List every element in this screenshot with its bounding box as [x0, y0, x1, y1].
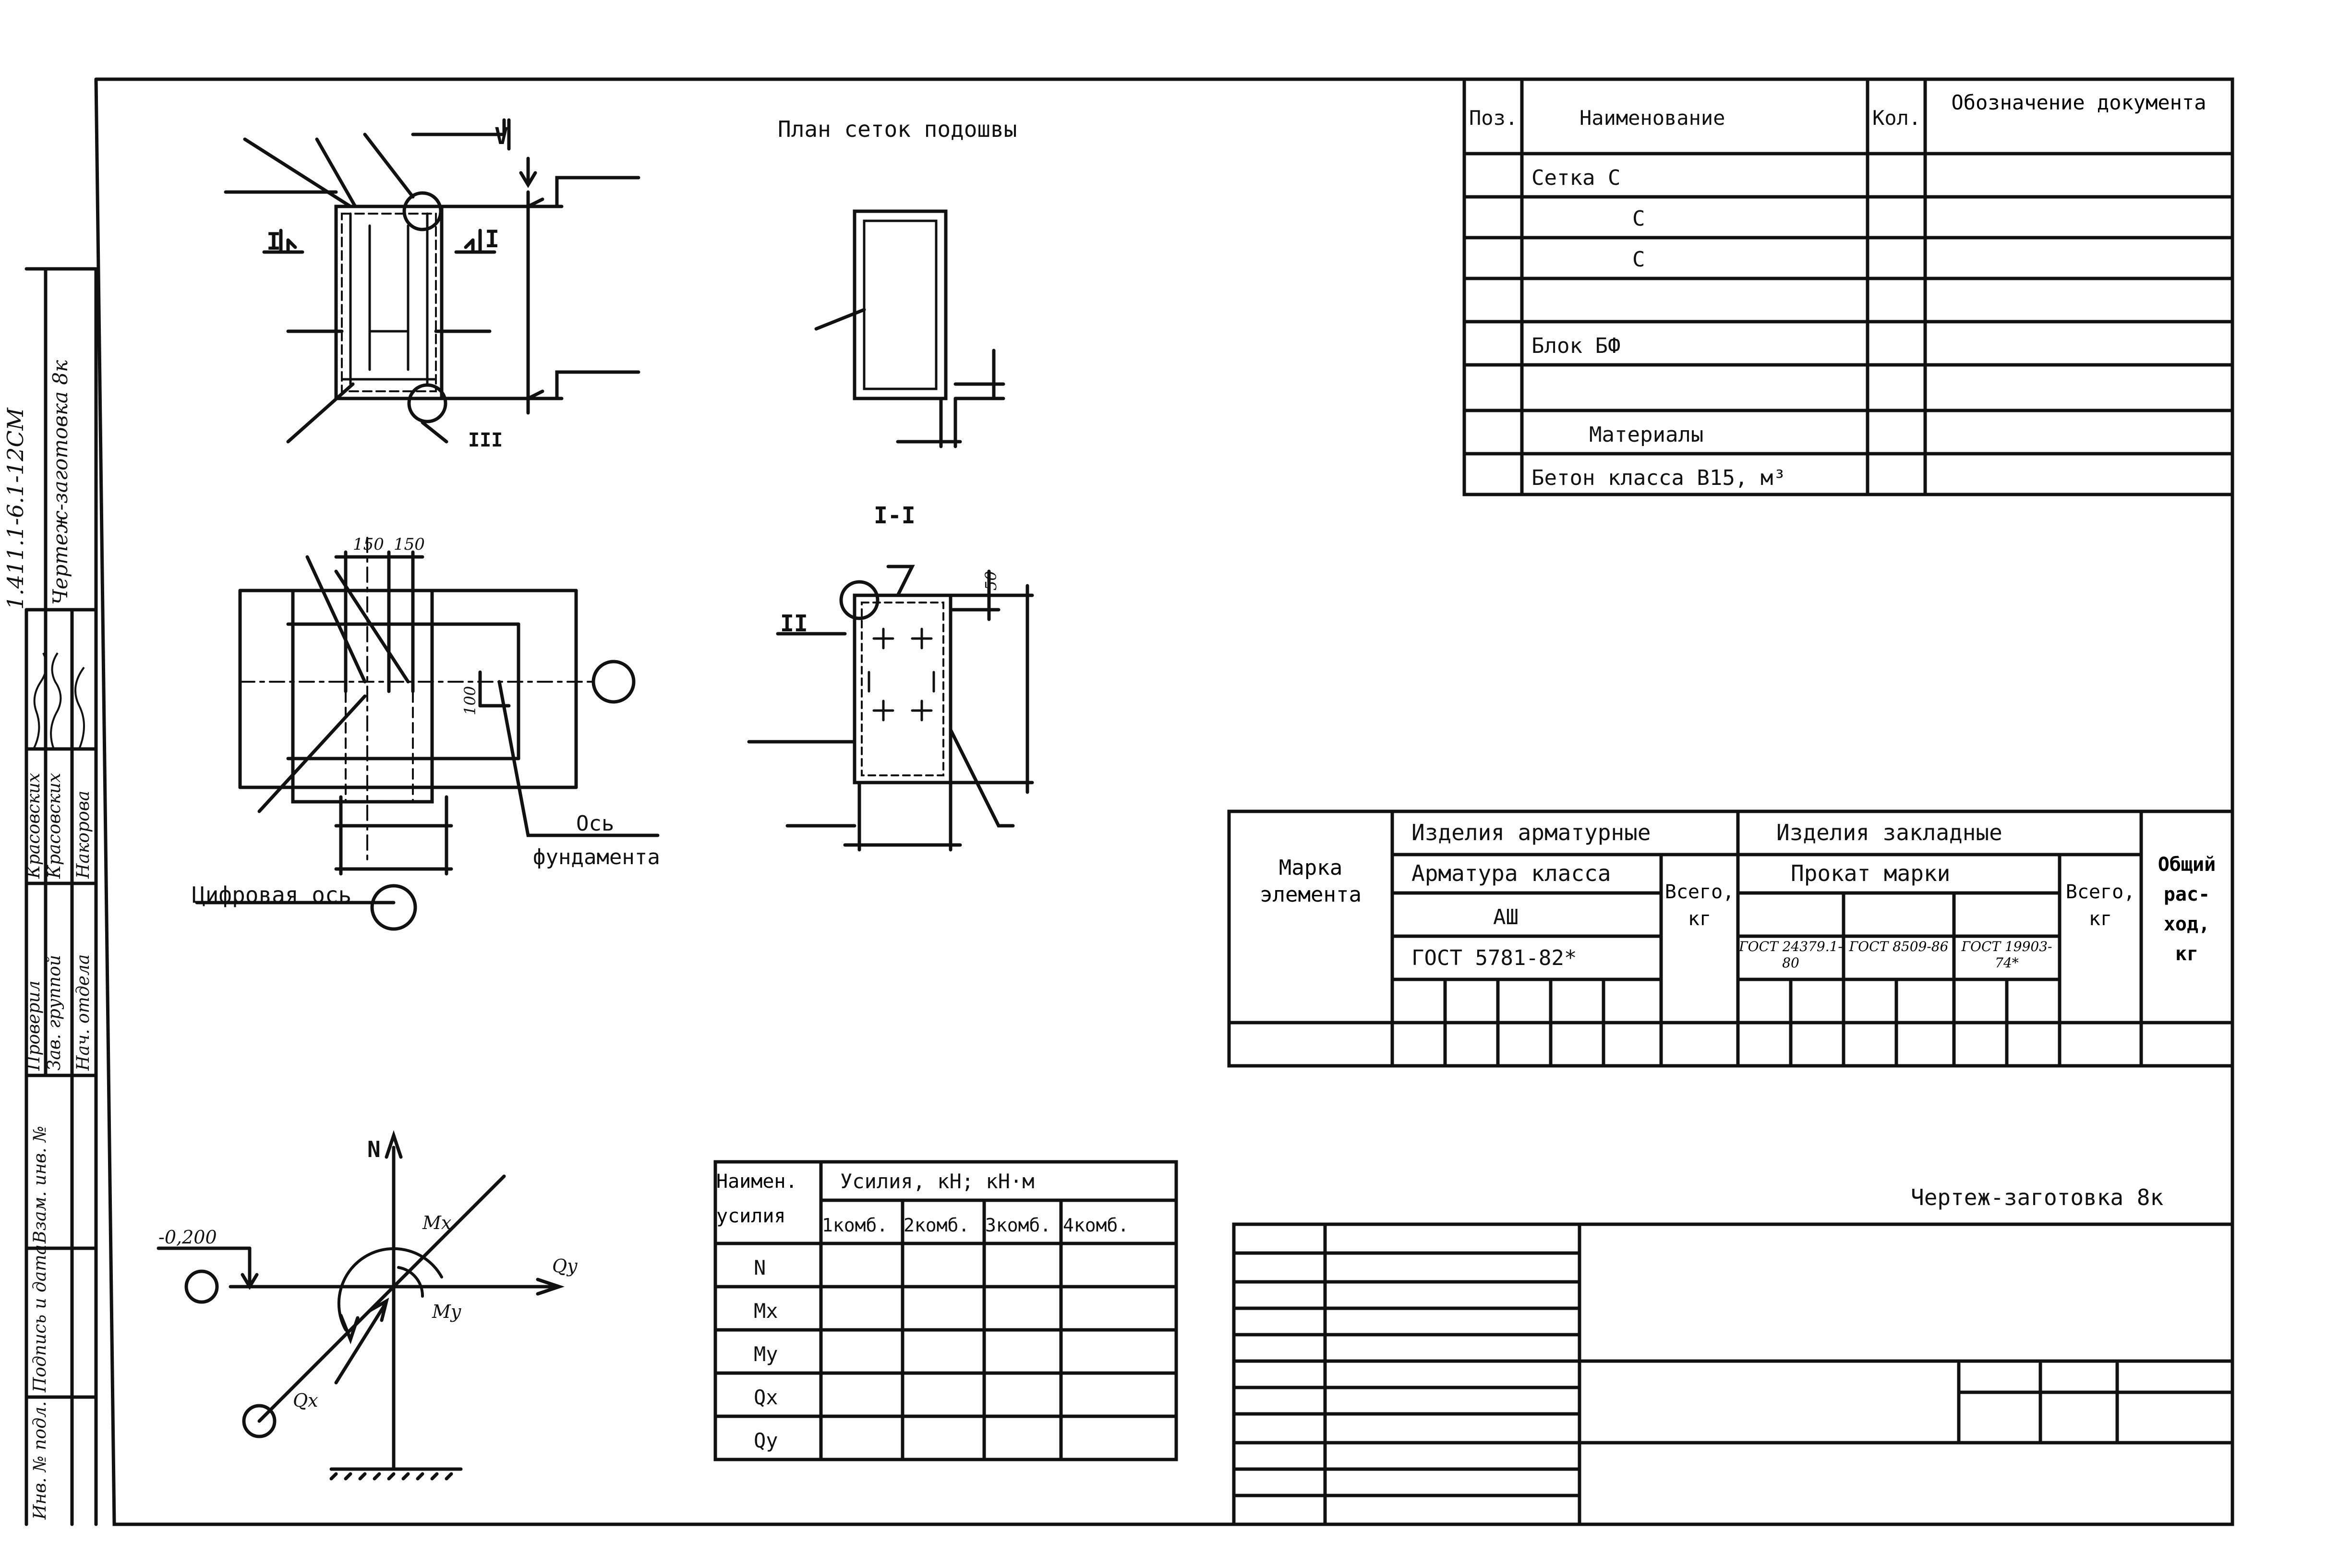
steel-rebar-class: Арматура класса [1411, 860, 1611, 886]
stamp-name-1: Красовских [24, 773, 44, 879]
steel-gost-rebar: ГОСТ 5781-82* [1411, 946, 1577, 970]
dim-50: 50 [982, 571, 1000, 591]
steel-total: Всего, кг [1664, 881, 1735, 930]
title-block [1232, 1222, 2234, 1526]
signature-2 [50, 652, 62, 749]
forces-row-N: N [754, 1256, 766, 1279]
combo-4: 4комб. [1063, 1215, 1129, 1236]
forces-row-Qy: Qy [754, 1429, 778, 1452]
steel-table-text: Марка элемента Изделия арматурные Армату… [1260, 820, 2216, 971]
spec-row-3: С [1632, 247, 1645, 272]
side-stamp [24, 267, 98, 1526]
force-diagram [157, 1130, 565, 1481]
steel-gost3: ГОСТ 19903-74* [1961, 939, 2052, 971]
steel-total-2: Всего, кг [2065, 881, 2135, 930]
combo-3: 3комб. [985, 1215, 1051, 1236]
forces-table [713, 1160, 1178, 1461]
stamp-name-3: Накорова [73, 791, 93, 879]
force-Qx: Qx [293, 1390, 318, 1411]
spec-header-name: Наименование [1579, 106, 1725, 130]
force-N: N [367, 1136, 381, 1162]
steel-embedded-group: Изделия закладные [1776, 820, 2002, 845]
forces-row-Qx: Qx [754, 1386, 778, 1409]
steel-table [1227, 809, 2234, 1068]
dim-150b: 150 [394, 535, 425, 554]
signature-1 [33, 652, 48, 749]
stamp-subtitle: Чертеж-заготовка 8к [48, 360, 72, 605]
spec-row-7: Материалы [1589, 422, 1703, 447]
axis-label-2: фундамента [533, 845, 660, 869]
title-caption: Чертеж-заготовка 8к [1911, 1184, 2163, 1210]
section-label: I-I [874, 502, 916, 529]
side-stamp-text: 1.411.1-6.1-12СМ Чертеж-заготовка 8к Про… [2, 360, 93, 1520]
force-My: My [432, 1301, 461, 1322]
block-view [224, 118, 640, 444]
node-II: II [780, 610, 808, 637]
spec-row-8: Бетон класса В15, м³ [1531, 466, 1786, 490]
cut-label-left: I [266, 228, 281, 255]
steel-class-a3: АШ [1493, 905, 1519, 929]
stamp-role-1: Проверил [24, 980, 44, 1071]
spec-row-5: Блок БФ [1531, 334, 1620, 358]
steel-gost1: ГОСТ 24379.1-80 [1739, 939, 1843, 971]
spec-row-2: С [1632, 206, 1645, 231]
steel-gost2: ГОСТ 8509-86 [1849, 939, 1949, 954]
dim-150a: 150 [353, 535, 384, 554]
axis-label: Ось [576, 811, 614, 836]
spec-row-1: Сетка С [1531, 166, 1620, 190]
spec-header-pos: Поз. [1469, 106, 1518, 130]
digital-axis-label: Цифровая ось [192, 882, 351, 908]
plan-title: План сеток подошвы [778, 116, 1017, 142]
dim-100: 100 [461, 686, 479, 715]
node-V: V [494, 123, 508, 150]
forces-table-text: Наимен. усилия Усилия, кН; кН·м 1комб. 2… [716, 1170, 1129, 1452]
mesh-plan [814, 209, 1005, 448]
forces-header-name: Наимен. усилия [716, 1170, 797, 1227]
footing-plan [195, 537, 660, 931]
stamp-code: 1.411.1-6.1-12СМ [2, 407, 28, 610]
forces-header-forces: Усилия, кН; кН·м [840, 1170, 1035, 1193]
steel-rebar-group: Изделия арматурные [1411, 820, 1651, 845]
force-Mx: Mx [422, 1212, 451, 1233]
stamp-sign-date: Подпись и дата [30, 1244, 50, 1393]
steel-mark: Марка элемента [1260, 856, 1362, 907]
signature-3 [74, 666, 85, 749]
cut-label-right: I [485, 225, 499, 253]
forces-row-Mx: Mx [754, 1299, 778, 1323]
spec-table [1462, 77, 2234, 496]
steel-rolled: Прокат марки [1791, 860, 1950, 886]
force-Qy: Qy [552, 1255, 578, 1277]
stamp-role-3: Нач. отдела [73, 954, 93, 1071]
stamp-role-2: Зав. группой [45, 955, 64, 1071]
combo-2: 2комб. [904, 1215, 969, 1236]
spec-header-doc: Обозначение документа [1951, 91, 2206, 114]
spec-table-text: Поз. Наименование Кол. Обозначение докум… [1469, 91, 2206, 490]
node-III: III [468, 429, 503, 451]
stamp-replace-inv: Взам. инв. № [30, 1126, 50, 1244]
section-I-I [747, 565, 1034, 852]
spec-header-qty: Кол. [1872, 106, 1921, 130]
combo-1: 1комб. [822, 1215, 888, 1236]
stamp-name-2: Красовских [45, 773, 64, 879]
forces-row-My: My [754, 1342, 778, 1366]
stamp-inv-no: Инв. № подл. [30, 1401, 50, 1520]
elevation-mark: -0,200 [158, 1227, 217, 1248]
steel-overall: Общий рас- ход, кг [2158, 854, 2216, 965]
